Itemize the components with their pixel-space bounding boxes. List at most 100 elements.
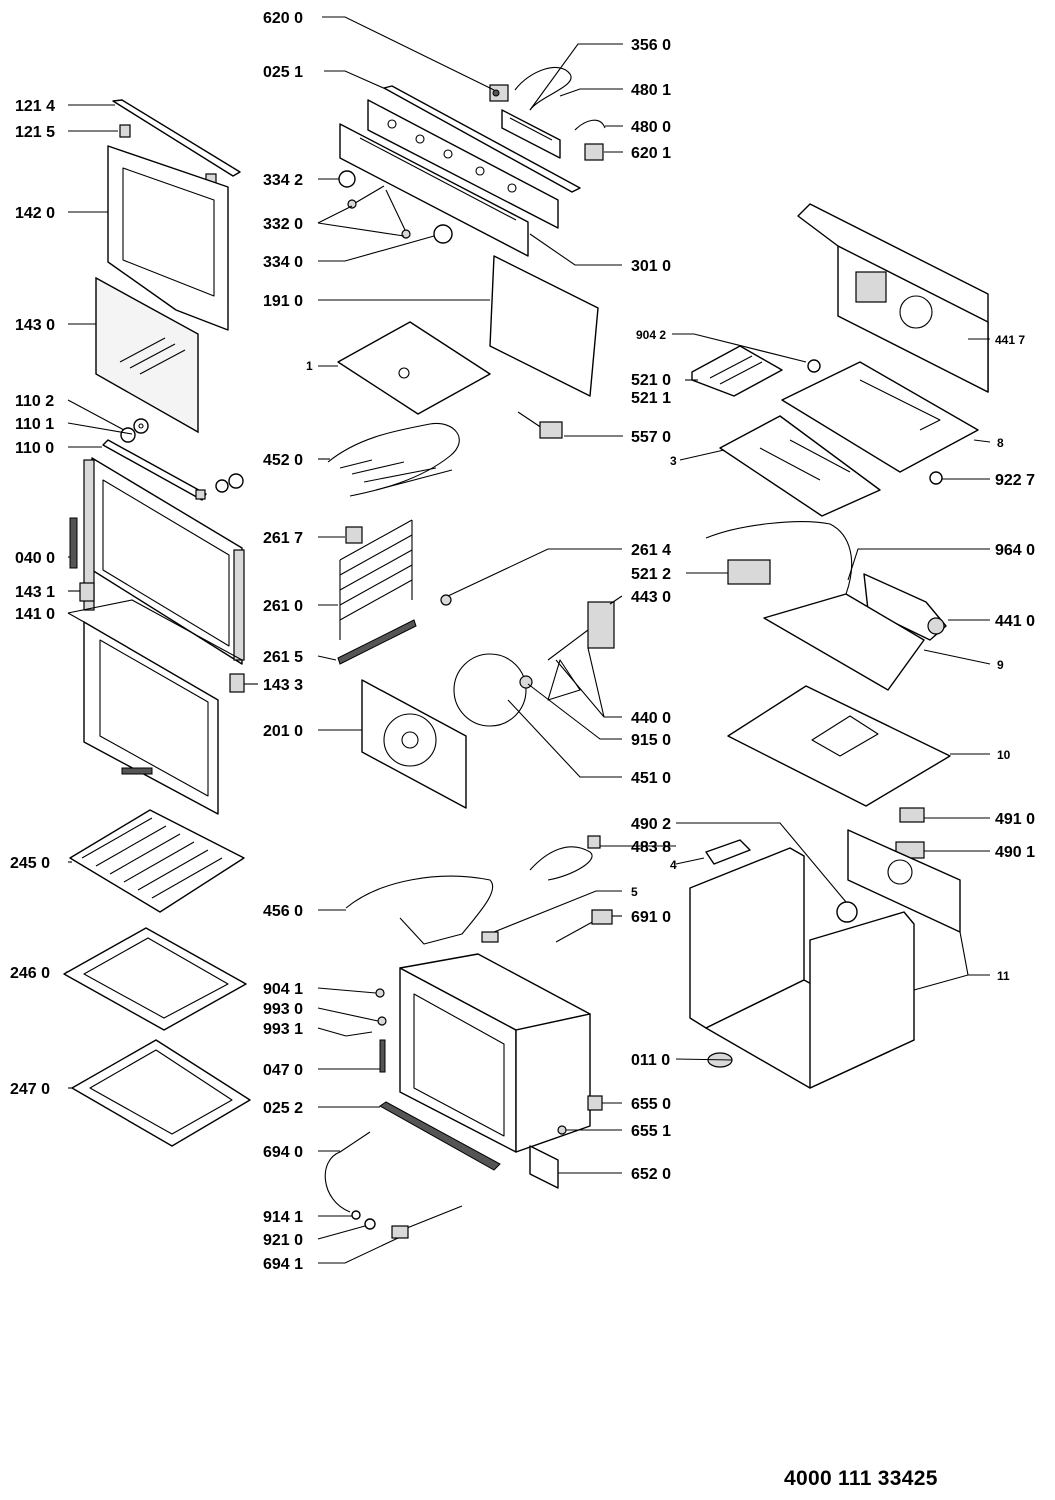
- label-5: 5: [631, 885, 638, 899]
- label-9: 9: [997, 658, 1004, 672]
- label-921-0: 921 0: [263, 1232, 303, 1249]
- lamp-491-0: [899, 807, 925, 823]
- label-490-2: 490 2: [631, 816, 671, 833]
- label-904-1: 904 1: [263, 981, 303, 998]
- label-456-0: 456 0: [263, 903, 303, 920]
- lamp-691-0: [555, 909, 613, 943]
- label-121-5: 121 5: [15, 124, 55, 141]
- nut-914-1: [351, 1210, 361, 1220]
- label-011-0: 011 0: [631, 1052, 670, 1069]
- label-025-2: 025 2: [263, 1100, 303, 1117]
- thermostat-557-0: [517, 411, 563, 439]
- label-557-0: 557 0: [631, 429, 671, 446]
- side-rails-261-0: [339, 519, 413, 640]
- leader-lines: [66, 16, 991, 1264]
- label-993-0: 993 0: [263, 1001, 303, 1018]
- label-441-7: 441 7: [995, 333, 1025, 347]
- gasket-490-2: [836, 901, 858, 923]
- label-922-7: 922 7: [995, 472, 1035, 489]
- label-143-3: 143 3: [263, 677, 303, 694]
- label-521-2: 521 2: [631, 566, 671, 583]
- knobs-334-series: [338, 170, 453, 244]
- fan-blade-440-0: [547, 659, 581, 701]
- back-panel-441-7: [797, 203, 989, 393]
- module-521-2: [727, 559, 771, 585]
- part-4: [705, 839, 751, 865]
- knob-shaft-332-0: [347, 185, 411, 239]
- probe-socket-694-1: [391, 1205, 463, 1239]
- rail-261-5: [337, 619, 417, 665]
- screws-904-993: [345, 988, 387, 1037]
- fan-motor-443-0: [547, 601, 615, 661]
- door-hinge-block-143-1: [79, 582, 95, 602]
- label-652-0: 652 0: [631, 1166, 671, 1183]
- outer-door-glass-142-0: [107, 145, 229, 331]
- top-trim-025-1: [383, 85, 581, 193]
- label-261-7: 261 7: [263, 530, 303, 547]
- lamp-cover-652-0: [529, 1145, 559, 1189]
- oven-rack-245-0: [69, 809, 245, 913]
- label-655-1: 655 1: [631, 1123, 671, 1140]
- duct-9: [763, 593, 925, 691]
- panel-3: [719, 415, 881, 517]
- bottom-plate-10: [727, 685, 951, 807]
- label-10: 10: [997, 748, 1011, 762]
- cooling-fan-441-0: [863, 573, 947, 641]
- label-8: 8: [997, 436, 1004, 450]
- wiring-480-series: [514, 66, 606, 131]
- outer-casing-11: [689, 847, 915, 1089]
- label-246-0: 246 0: [10, 965, 50, 982]
- control-panel-301-0: [339, 99, 559, 257]
- clip-261-4: [440, 594, 452, 606]
- probe-694-0: [324, 1131, 371, 1213]
- label-451-0: 451 0: [631, 770, 671, 787]
- label-655-0: 655 0: [631, 1096, 671, 1113]
- label-480-1: 480 1: [631, 82, 671, 99]
- door-seal-191-0: [489, 255, 599, 397]
- label-334-0: 334 0: [263, 254, 303, 271]
- oven-cavity: [399, 953, 591, 1153]
- label-301-0: 301 0: [631, 258, 671, 275]
- cover-panel-8: [781, 361, 979, 473]
- door-latch-143-3: [229, 673, 245, 693]
- bottom-element-456-0: [345, 875, 494, 945]
- label-452-0: 452 0: [263, 452, 303, 469]
- label-915-0: 915 0: [631, 732, 671, 749]
- label-3: 3: [670, 454, 677, 468]
- label-332-0: 332 0: [263, 216, 303, 233]
- label-694-1: 694 1: [263, 1256, 303, 1273]
- label-142-0: 142 0: [15, 205, 55, 222]
- label-1: 1: [306, 359, 313, 373]
- door-frame-141-0: [83, 457, 245, 665]
- label-247-0: 247 0: [10, 1081, 50, 1098]
- inner-door-panel: [83, 621, 219, 815]
- label-025-1: 025 1: [263, 64, 303, 81]
- label-694-0: 694 0: [263, 1144, 303, 1161]
- label-334-2: 334 2: [263, 172, 303, 189]
- label-141-0: 141 0: [15, 606, 55, 623]
- label-620-1: 620 1: [631, 145, 671, 162]
- label-521-1: 521 1: [631, 390, 671, 407]
- strip-047-0: [379, 1039, 386, 1073]
- label-483-8: 483 8: [631, 839, 671, 856]
- label-110-0: 110 0: [15, 440, 54, 457]
- label-521-0: 521 0: [631, 372, 671, 389]
- fan-cover-201-0: [361, 679, 467, 809]
- label-441-0: 441 0: [995, 613, 1035, 630]
- label-143-0: 143 0: [15, 317, 55, 334]
- deep-tray-247-0: [71, 1039, 251, 1147]
- label-191-0: 191 0: [263, 293, 303, 310]
- label-110-2: 110 2: [15, 393, 54, 410]
- label-443-0: 443 0: [631, 589, 671, 606]
- label-4: 4: [670, 858, 677, 872]
- label-11: 11: [997, 969, 1010, 983]
- label-040-0: 040 0: [15, 550, 55, 567]
- switch-620-1: [584, 143, 604, 161]
- label-491-0: 491 0: [995, 811, 1035, 828]
- inner-glass-143-0: [95, 276, 199, 434]
- side-bracket-261-7: [345, 526, 363, 544]
- label-143-1: 143 1: [15, 584, 55, 601]
- door-hinge-040-0: [69, 517, 78, 569]
- label-691-0: 691 0: [631, 909, 671, 926]
